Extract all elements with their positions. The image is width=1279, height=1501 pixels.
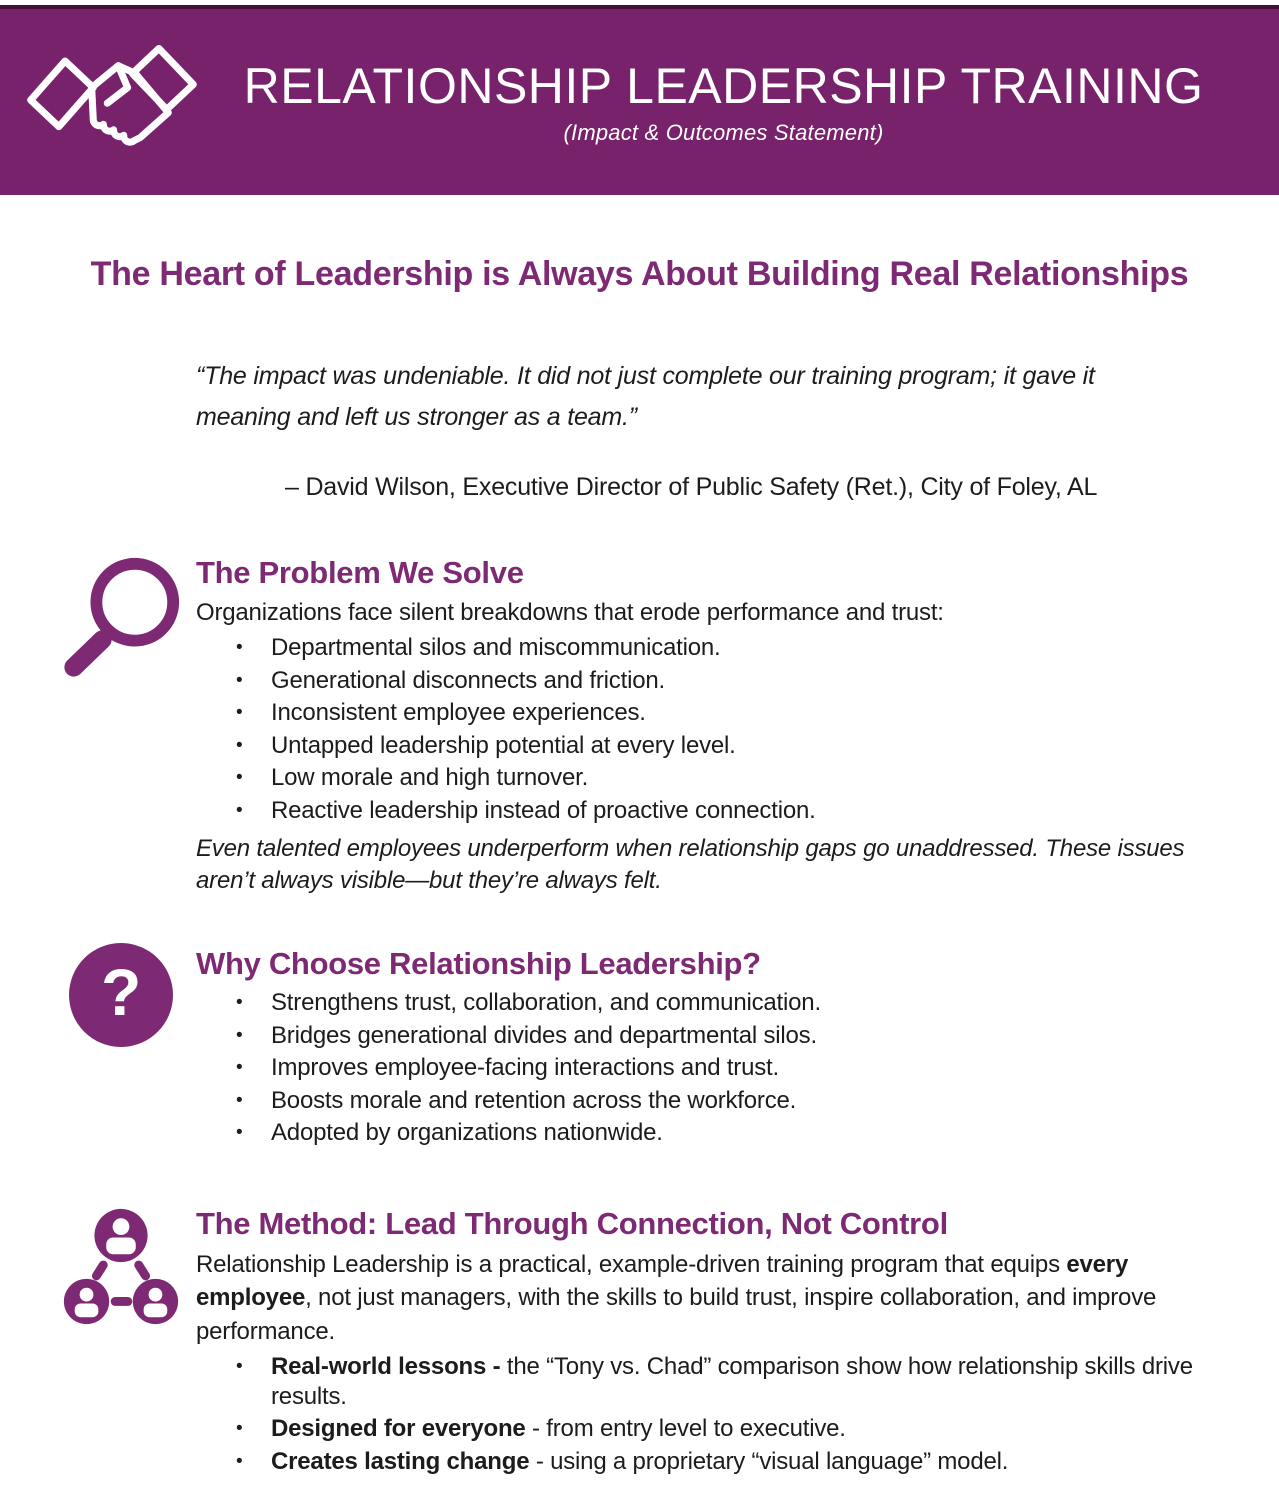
bullet-icon: • [236, 1418, 243, 1440]
banner-title: RELATIONSHIP LEADERSHIP TRAINING [243, 57, 1204, 114]
method-section: The Method: Lead Through Connection, Not… [0, 1203, 1279, 1480]
banner: RELATIONSHIP LEADERSHIP TRAINING (Impact… [0, 5, 1279, 195]
handshake-icon [26, 29, 198, 184]
page-title: The Heart of Leadership is Always About … [90, 255, 1189, 293]
bullet-icon: • [236, 1355, 243, 1377]
list-item: •Inconsistent employee experiences. [196, 698, 1211, 728]
method-heading: The Method: Lead Through Connection, Not… [196, 1205, 948, 1241]
list-item: •Creates lasting change - using a propri… [196, 1447, 1211, 1477]
bullet-icon: • [236, 1450, 243, 1472]
bullet-icon: • [236, 702, 243, 724]
bullet-icon: • [236, 669, 243, 691]
list-item: •Boosts morale and retention across the … [196, 1086, 1211, 1116]
problem-heading: The Problem We Solve [196, 555, 524, 590]
people-network-icon [46, 1203, 196, 1333]
method-bullet-list: •Real-world lessons - the “Tony vs. Chad… [196, 1352, 1211, 1478]
bullet-icon: • [236, 1122, 243, 1144]
bullet-icon: • [236, 992, 243, 1014]
list-item: •Real-world lessons - the “Tony vs. Chad… [196, 1352, 1211, 1413]
banner-subtitle: (Impact & Outcomes Statement) [563, 119, 884, 145]
why-bullet-list: •Strengthens trust, collaboration, and c… [196, 988, 1211, 1148]
list-item: •Designed for everyone - from entry leve… [196, 1414, 1211, 1444]
list-item: •Low morale and high turnover. [196, 763, 1211, 793]
why-heading: Why Choose Relationship Leadership? [196, 946, 761, 981]
problem-intro: Organizations face silent breakdowns tha… [196, 599, 944, 627]
bullet-icon: • [236, 799, 243, 821]
list-item: •Untapped leadership potential at every … [196, 731, 1211, 761]
list-item: •Bridges generational divides and depart… [196, 1021, 1211, 1051]
list-item: •Strengthens trust, collaboration, and c… [196, 988, 1211, 1018]
bullet-icon: • [236, 767, 243, 789]
testimonial-attribution: – David Wilson, Executive Director of Pu… [285, 473, 1098, 501]
why-section: ? Why Choose Relationship Leadership? •S… [0, 943, 1279, 1151]
bullet-icon: • [236, 1024, 243, 1046]
list-item: •Improves employee-facing interactions a… [196, 1053, 1211, 1083]
list-item: •Adopted by organizations nationwide. [196, 1118, 1211, 1148]
bullet-icon: • [236, 1089, 243, 1111]
banner-text: RELATIONSHIP LEADERSHIP TRAINING (Impact… [198, 57, 1279, 146]
list-item: •Departmental silos and miscommunication… [196, 633, 1211, 663]
question-icon: ? [69, 943, 173, 1047]
bullet-icon: • [236, 1057, 243, 1079]
list-item: •Reactive leadership instead of proactiv… [196, 796, 1211, 826]
magnifier-icon [46, 552, 196, 682]
problem-outro: Even talented employees underperform whe… [196, 835, 1185, 895]
list-item: •Generational disconnects and friction. [196, 666, 1211, 696]
bullet-icon: • [236, 734, 243, 756]
problem-bullet-list: •Departmental silos and miscommunication… [196, 633, 1211, 826]
method-intro: Relationship Leadership is a practical, … [196, 1250, 1157, 1345]
testimonial-quote: “The impact was undeniable. It did not j… [196, 362, 1095, 431]
bullet-icon: • [236, 637, 243, 659]
problem-section: The Problem We Solve Organizations face … [0, 552, 1279, 897]
